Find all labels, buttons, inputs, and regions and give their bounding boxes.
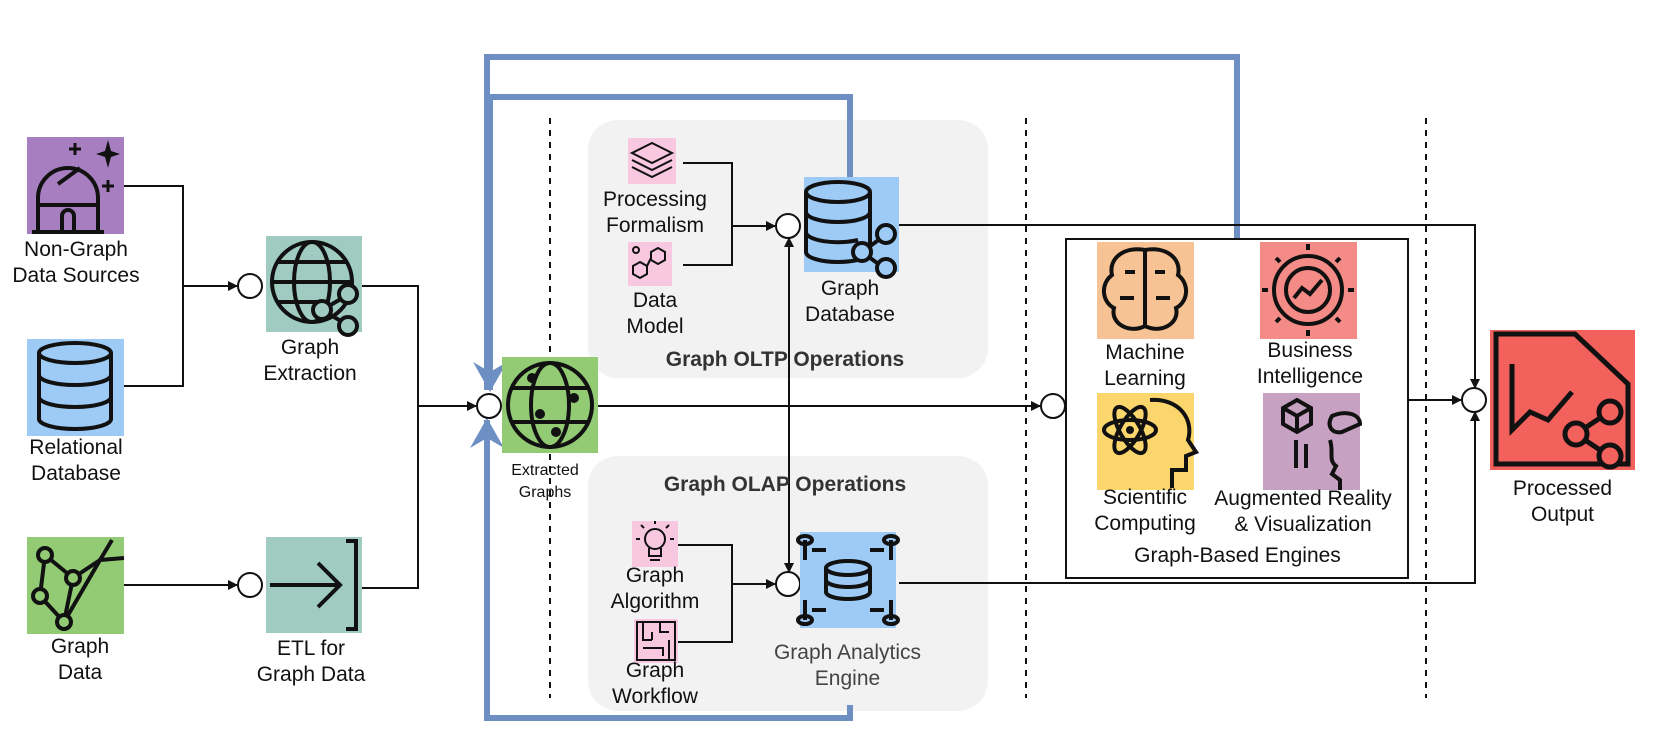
ar-vr-icon — [1263, 393, 1363, 490]
globe-share-icon — [266, 236, 362, 337]
ar-visualization-label: Augmented Reality& Visualization — [1214, 487, 1392, 536]
database-share-icon — [804, 177, 899, 279]
layers-icon — [628, 138, 676, 184]
globe-network-icon — [502, 357, 598, 453]
engines-title: Graph-Based Engines — [1134, 544, 1341, 567]
document-share-icon — [1490, 330, 1635, 470]
olap-title: Graph OLAP Operations — [663, 473, 907, 496]
maze-icon — [634, 619, 678, 663]
junctions — [237, 213, 1487, 598]
molecule-icon — [628, 242, 672, 286]
graph-network-icon — [27, 537, 125, 634]
distributed-database-icon — [796, 532, 900, 628]
oltp-title: Graph OLTP Operations — [665, 348, 905, 371]
gear-chart-icon — [1260, 242, 1357, 339]
connectors — [124, 162, 1480, 643]
feedback-loops — [470, 54, 1240, 721]
lightbulb-icon — [632, 521, 678, 567]
observatory-icon — [27, 137, 124, 234]
brain-icon — [1097, 242, 1194, 339]
arrow-bracket-icon — [266, 537, 362, 633]
engines-box — [1065, 238, 1409, 579]
database-icon — [27, 339, 124, 436]
atom-head-icon — [1097, 393, 1200, 490]
